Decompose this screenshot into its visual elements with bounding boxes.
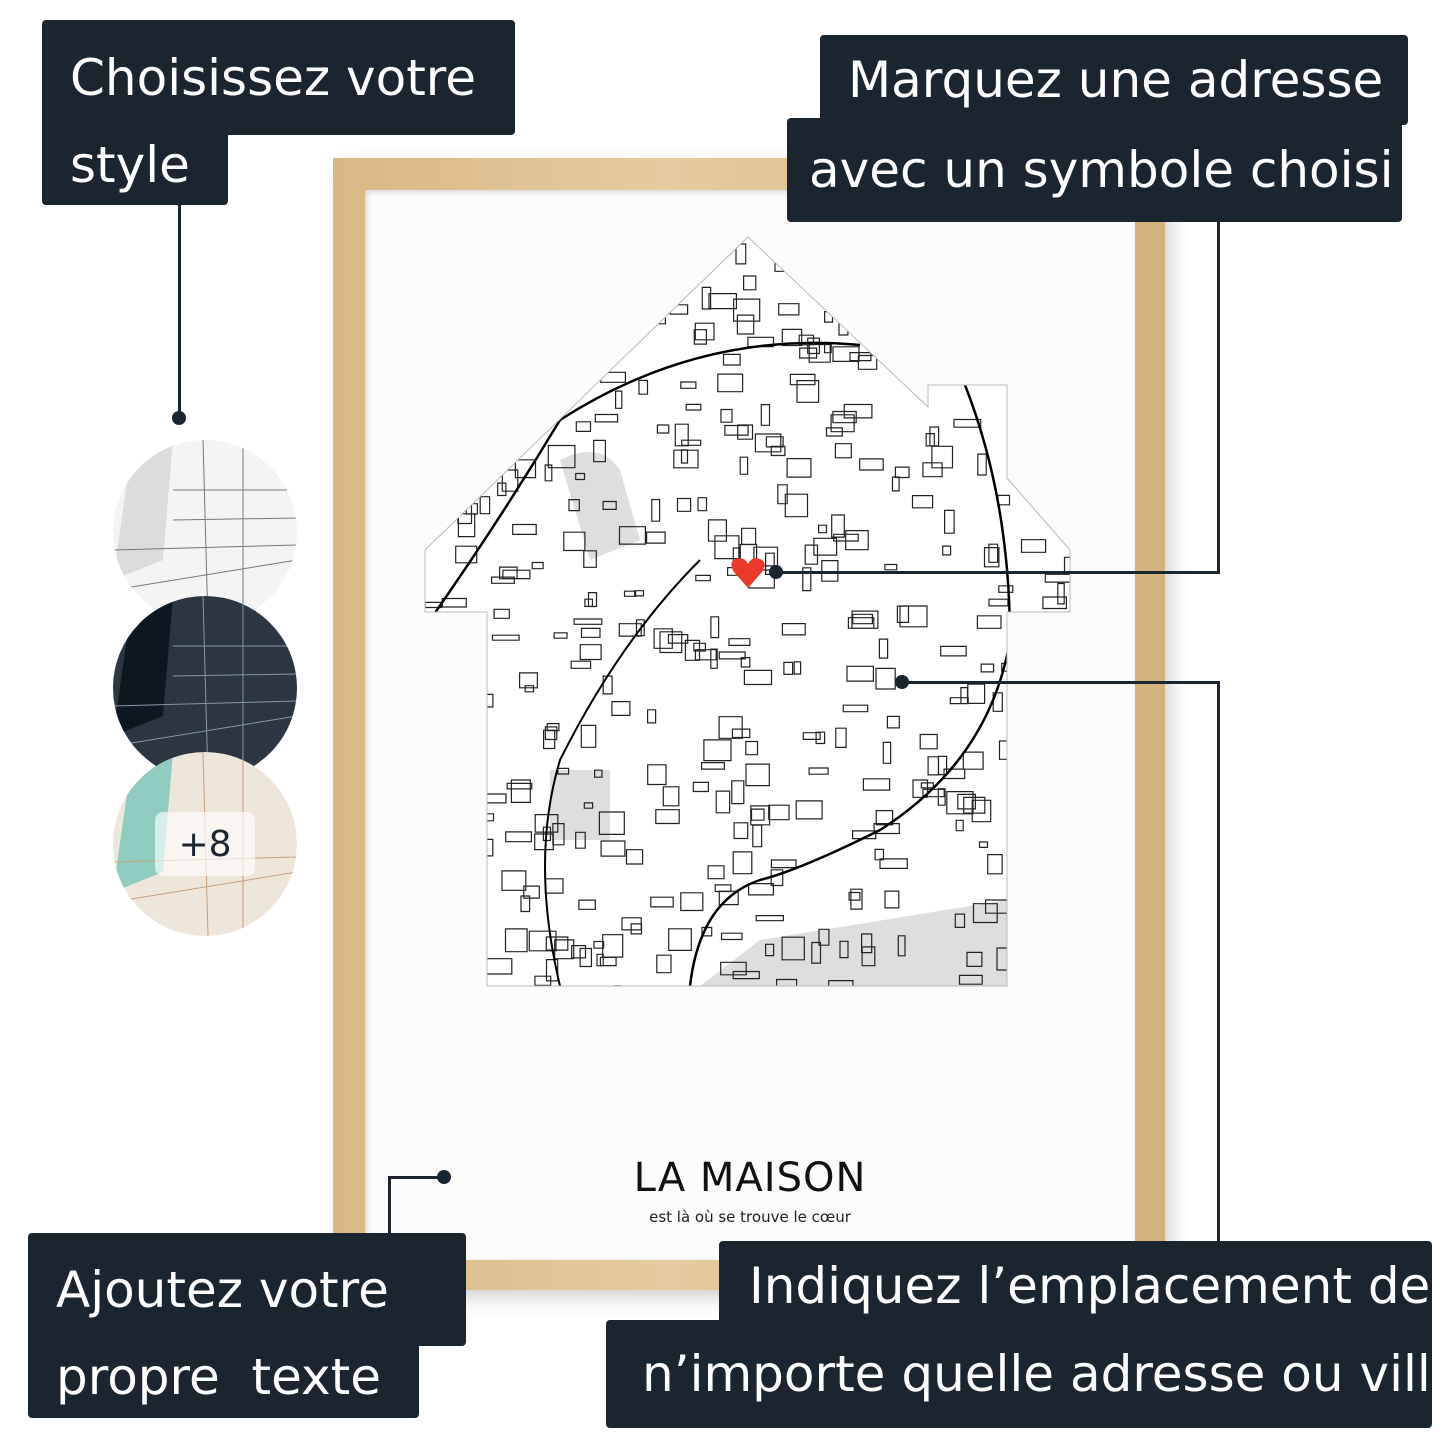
label-style-line2: style <box>42 125 228 205</box>
connector-location <box>1217 681 1220 1241</box>
map-buildings <box>425 237 1070 986</box>
label-location-line1: Indiquez l’emplacement de <box>719 1241 1432 1330</box>
connector-text <box>388 1176 391 1234</box>
connector-marker <box>1217 222 1220 574</box>
connector-marker-h <box>776 571 1220 574</box>
label-text-line2: propre texte <box>28 1336 419 1418</box>
connector-dot <box>769 565 783 579</box>
connector-style <box>178 205 181 415</box>
label-location-line2: n’importe quelle adresse ou ville <box>606 1320 1450 1428</box>
more-styles-badge[interactable]: +8 <box>155 812 255 876</box>
style-option-light[interactable] <box>113 440 297 624</box>
connector-dot <box>437 1170 451 1184</box>
poster-subtitle: est là où se trouve le cœur <box>649 1208 851 1226</box>
connector-dot <box>172 411 186 425</box>
label-marker-line2: avec un symbole choisi <box>787 118 1402 222</box>
connector-text-h <box>388 1176 443 1179</box>
connector-dot <box>895 675 909 689</box>
poster-title: LA MAISON <box>633 1155 867 1201</box>
label-style-line1: Choisissez votre <box>42 20 515 135</box>
connector-location-h <box>902 681 1220 684</box>
heart-icon <box>731 558 765 588</box>
label-text-line1: Ajoutez votre <box>28 1233 466 1346</box>
label-marker-line1: Marquez une adresse <box>820 35 1408 125</box>
